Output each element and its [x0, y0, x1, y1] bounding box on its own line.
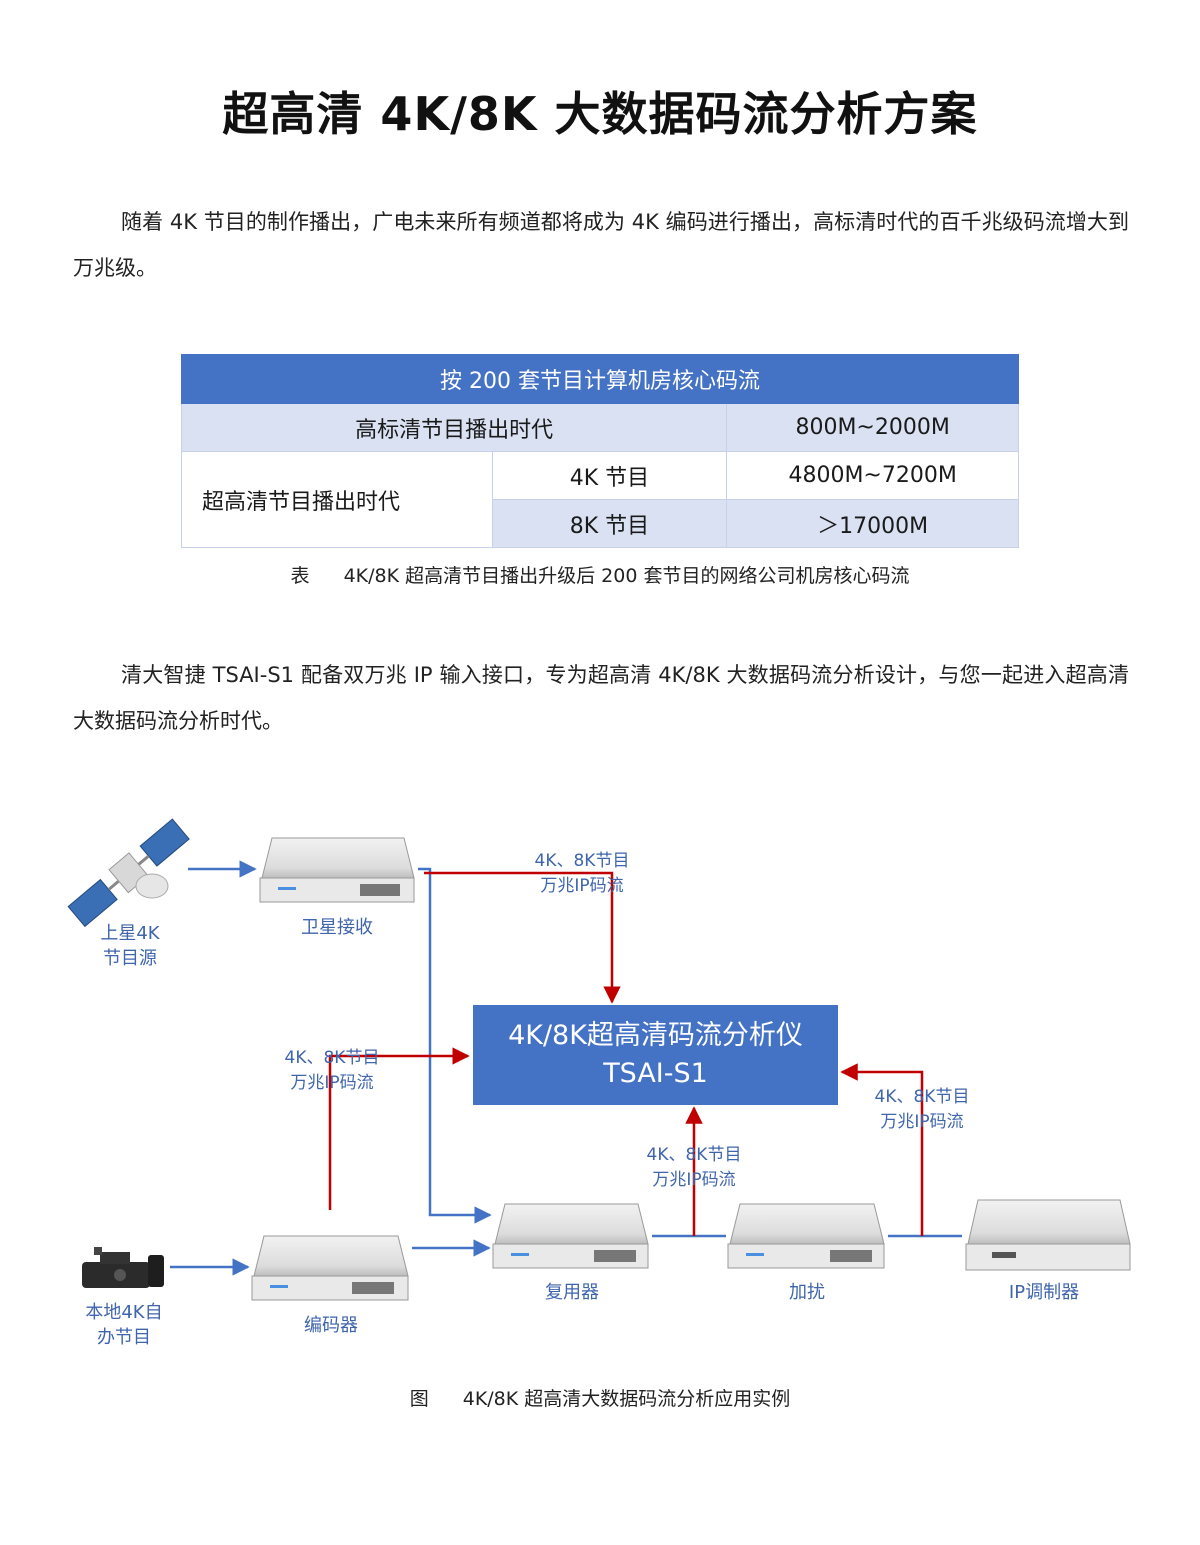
scrambler-device: [727, 1203, 885, 1269]
figure-caption-lead: 图: [409, 1388, 429, 1410]
analyzer-title: 4K/8K超高清码流分析仪: [508, 1020, 803, 1051]
blue-flow-arrows: [170, 860, 962, 1276]
scrambler-label: 加扰: [789, 1282, 825, 1303]
uhd-4k-value: 4800M~7200M: [726, 451, 1019, 500]
flow-label-satellite: 4K、8K节目 万兆IP码流: [534, 851, 630, 896]
figure-caption-text: 4K/8K 超高清大数据码流分析应用实例: [462, 1388, 791, 1410]
table-caption-text: 4K/8K 超高清节目播出升级后 200 套节目的网络公司机房核心码流: [343, 565, 910, 587]
satellite-icon: [67, 818, 190, 928]
table-header: 按 200 套节目计算机房核心码流: [181, 354, 1019, 404]
encoder-device: [251, 1235, 409, 1301]
red-flow-arrows: [328, 871, 924, 1236]
satellite-source-label: 上星4K 节目源: [100, 923, 160, 969]
analyzer-box: 4K/8K超高清码流分析仪 TSAI-S1: [473, 1005, 838, 1105]
uhd-4k-label: 4K 节目: [491, 451, 728, 500]
flow-label-multiplexer: 4K、8K节目 万兆IP码流: [646, 1145, 742, 1190]
analyzer-model: TSAI-S1: [603, 1058, 708, 1089]
satellite-receiver-device: [259, 837, 415, 903]
page-title: 超高清 4K/8K 大数据码流分析方案: [222, 87, 978, 141]
multiplexer-device: [492, 1203, 649, 1269]
flow-label-encoder: 4K、8K节目 万兆IP码流: [284, 1048, 380, 1093]
ip-modulator-device: [965, 1199, 1131, 1271]
product-paragraph: 清大智捷 TSAI-S1 配备双万兆 IP 输入接口，专为超高清 4K/8K 大…: [73, 663, 1129, 733]
bitrate-table: 按 200 套节目计算机房核心码流 高标清节目播出时代 800M~2000M 超…: [180, 354, 1019, 548]
multiplexer-label: 复用器: [545, 1282, 599, 1303]
camera-icon: [82, 1247, 164, 1288]
table-row: 超高清节目播出时代 4K 节目 4800M~7200M: [181, 451, 1019, 548]
ip-modulator-label: IP调制器: [1008, 1282, 1080, 1303]
uhd-8k-value: ＞17000M: [726, 499, 1019, 548]
camera-source-label: 本地4K自 办节目: [85, 1302, 163, 1348]
era-hd-value: 800M~2000M: [726, 403, 1019, 452]
figure-caption: 图 4K/8K 超高清大数据码流分析应用实例: [0, 1384, 1200, 1411]
intro-paragraph: 随着 4K 节目的制作播出，广电未来所有频道都将成为 4K 编码进行播出，高标清…: [73, 210, 1129, 280]
table-row: 高标清节目播出时代 800M~2000M: [180, 403, 1019, 452]
era-hd-label: 高标清节目播出时代: [180, 403, 728, 452]
satellite-receiver-label: 卫星接收: [301, 917, 373, 938]
table-header-row: 按 200 套节目计算机房核心码流: [181, 354, 1019, 404]
table-row: 8K 节目 ＞17000M: [182, 499, 1019, 548]
table-caption-lead: 表: [290, 565, 310, 587]
era-uhd-label: 超高清节目播出时代: [181, 451, 493, 548]
encoder-label: 编码器: [304, 1315, 358, 1336]
flow-label-scrambler: 4K、8K节目 万兆IP码流: [874, 1087, 970, 1132]
table-caption: 表 4K/8K 超高清节目播出升级后 200 套节目的网络公司机房核心码流: [0, 561, 1200, 588]
